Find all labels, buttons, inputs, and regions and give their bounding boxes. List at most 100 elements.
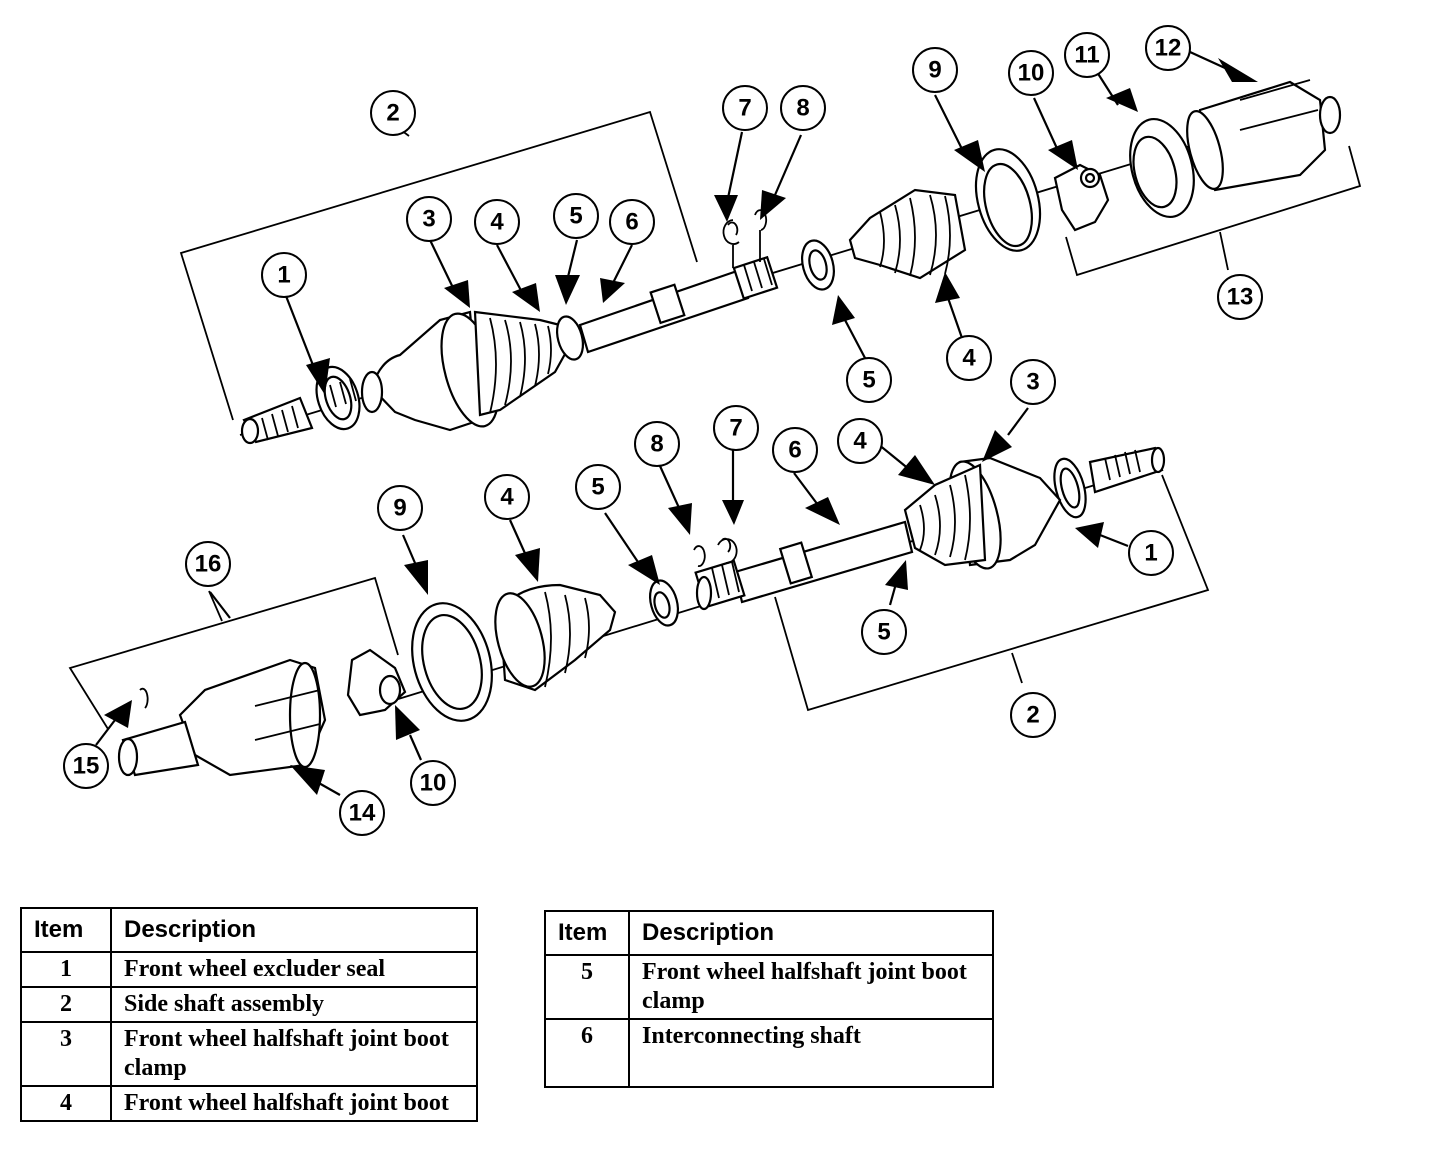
callout-9-lower: 9 xyxy=(377,485,423,531)
table-row: 3 Front wheel halfshaft joint boot clamp xyxy=(20,1021,478,1087)
table-row: 2 Side shaft assembly xyxy=(20,986,478,1023)
inner-joint-housing-upper xyxy=(1186,79,1342,192)
callout-10-upper: 10 xyxy=(1008,50,1054,96)
svg-text:4: 4 xyxy=(500,484,514,511)
callout-5-upper: 5 xyxy=(553,193,599,239)
item-description: Front wheel halfshaft joint boot xyxy=(110,1085,478,1122)
callout-5-lower-inner: 5 xyxy=(575,464,621,510)
svg-text:2: 2 xyxy=(386,100,399,127)
callouts: 1 2 3 4 5 6 7 8 9 10 11 12 13 5 4 1 2 3 … xyxy=(63,25,1263,836)
outer-stub-shaft-lower xyxy=(1088,446,1166,494)
table-header-row: Item Description xyxy=(544,910,994,956)
callout-5-upper-clamp: 5 xyxy=(846,357,892,403)
callout-3-upper: 3 xyxy=(406,196,452,242)
callout-4-upper-boot: 4 xyxy=(946,335,992,381)
svg-text:5: 5 xyxy=(569,203,582,230)
interconnecting-shaft-upper xyxy=(578,255,779,354)
svg-text:10: 10 xyxy=(1018,60,1045,87)
parts-legend-table-left: Item Description 1 Front wheel excluder … xyxy=(20,907,478,1122)
table-header-row: Item Description xyxy=(20,907,478,953)
svg-text:12: 12 xyxy=(1155,35,1182,62)
upper-assembly xyxy=(179,79,1362,445)
svg-text:11: 11 xyxy=(1074,42,1099,69)
parts-legend-table-right: Item Description 5 Front wheel halfshaft… xyxy=(544,910,994,1088)
callout-2-lower: 2 xyxy=(1010,692,1056,738)
svg-text:3: 3 xyxy=(422,206,435,233)
large-boot-clamp-lower xyxy=(411,602,493,722)
svg-text:7: 7 xyxy=(729,415,742,442)
callout-7-lower: 7 xyxy=(713,405,759,451)
callout-6-lower: 6 xyxy=(772,427,818,473)
circlip-lower xyxy=(717,537,738,564)
callout-10-lower: 10 xyxy=(410,760,456,806)
item-number: 3 xyxy=(20,1021,112,1087)
svg-text:5: 5 xyxy=(591,474,604,501)
svg-text:1: 1 xyxy=(1144,540,1157,567)
excluder-seal-lower xyxy=(1053,457,1087,519)
item-description: Front wheel excluder seal xyxy=(110,951,478,988)
column-header-item: Item xyxy=(544,910,630,956)
table-row: 1 Front wheel excluder seal xyxy=(20,951,478,988)
snap-ring-lower xyxy=(693,545,706,567)
svg-text:5: 5 xyxy=(862,367,875,394)
callout-3-lower: 3 xyxy=(1010,359,1056,405)
svg-text:8: 8 xyxy=(796,95,809,122)
svg-text:9: 9 xyxy=(928,57,941,84)
svg-text:6: 6 xyxy=(788,437,801,464)
column-header-description: Description xyxy=(110,907,478,953)
inner-joint-boot-lower xyxy=(494,583,617,692)
svg-text:13: 13 xyxy=(1227,284,1254,311)
tripod-spider-lower xyxy=(346,648,407,717)
table-row: 6 Interconnecting shaft xyxy=(544,1018,994,1088)
snap-ring-housing-lower xyxy=(139,687,149,709)
svg-text:9: 9 xyxy=(393,495,406,522)
interconnecting-shaft-lower xyxy=(694,520,914,611)
joint-boot-lower xyxy=(903,463,987,567)
inner-joint-housing-lower xyxy=(117,658,327,777)
svg-text:15: 15 xyxy=(73,753,100,780)
item-number: 1 xyxy=(20,951,112,988)
callout-8-upper: 8 xyxy=(780,85,826,131)
callout-8-lower: 8 xyxy=(634,421,680,467)
svg-text:4: 4 xyxy=(490,209,504,236)
bracket-inner-joint-lower xyxy=(68,576,399,730)
svg-text:16: 16 xyxy=(195,551,222,578)
callout-9-upper: 9 xyxy=(912,47,958,93)
callout-4-lower-boot: 4 xyxy=(484,474,530,520)
svg-text:6: 6 xyxy=(625,209,638,236)
callout-15-lower: 15 xyxy=(63,743,109,789)
tripod-spider-upper xyxy=(1053,163,1110,232)
callout-12-upper: 12 xyxy=(1145,25,1191,71)
svg-text:14: 14 xyxy=(349,800,376,827)
svg-text:2: 2 xyxy=(1026,702,1039,729)
item-number: 4 xyxy=(20,1085,112,1122)
svg-text:7: 7 xyxy=(738,95,751,122)
callout-16-lower: 16 xyxy=(185,541,231,587)
halfshaft-exploded-diagram: 1 2 3 4 5 6 7 8 9 10 11 12 13 5 4 1 2 3 … xyxy=(63,25,1362,836)
table-row: 5 Front wheel halfshaft joint boot clamp xyxy=(544,954,994,1020)
callout-14-lower: 14 xyxy=(339,790,385,836)
item-number: 5 xyxy=(544,954,630,1020)
svg-text:5: 5 xyxy=(877,619,890,646)
svg-text:4: 4 xyxy=(853,428,867,455)
item-number: 2 xyxy=(20,986,112,1023)
item-number: 6 xyxy=(544,1018,630,1088)
item-description: Interconnecting shaft xyxy=(628,1018,994,1088)
bracket-inner-joint-upper xyxy=(1065,145,1362,277)
outer-stub-shaft-upper xyxy=(240,396,314,445)
boot-clamp-upper-small xyxy=(801,239,835,291)
circlip-upper xyxy=(722,219,740,245)
bracket-side-shaft-lower xyxy=(774,474,1210,712)
callout-7-upper: 7 xyxy=(722,85,768,131)
column-header-description: Description xyxy=(628,910,994,956)
callout-4-lower: 4 xyxy=(837,418,883,464)
inner-joint-boot-upper xyxy=(848,188,967,280)
item-description: Side shaft assembly xyxy=(110,986,478,1023)
callout-1-upper: 1 xyxy=(261,252,307,298)
callout-1-lower: 1 xyxy=(1128,530,1174,576)
callout-5-lower-outer: 5 xyxy=(861,609,907,655)
svg-text:10: 10 xyxy=(420,770,447,797)
callout-6-upper: 6 xyxy=(609,199,655,245)
bracket-side-shaft-upper xyxy=(179,110,698,421)
boot-clamp-lower-small xyxy=(649,579,679,627)
